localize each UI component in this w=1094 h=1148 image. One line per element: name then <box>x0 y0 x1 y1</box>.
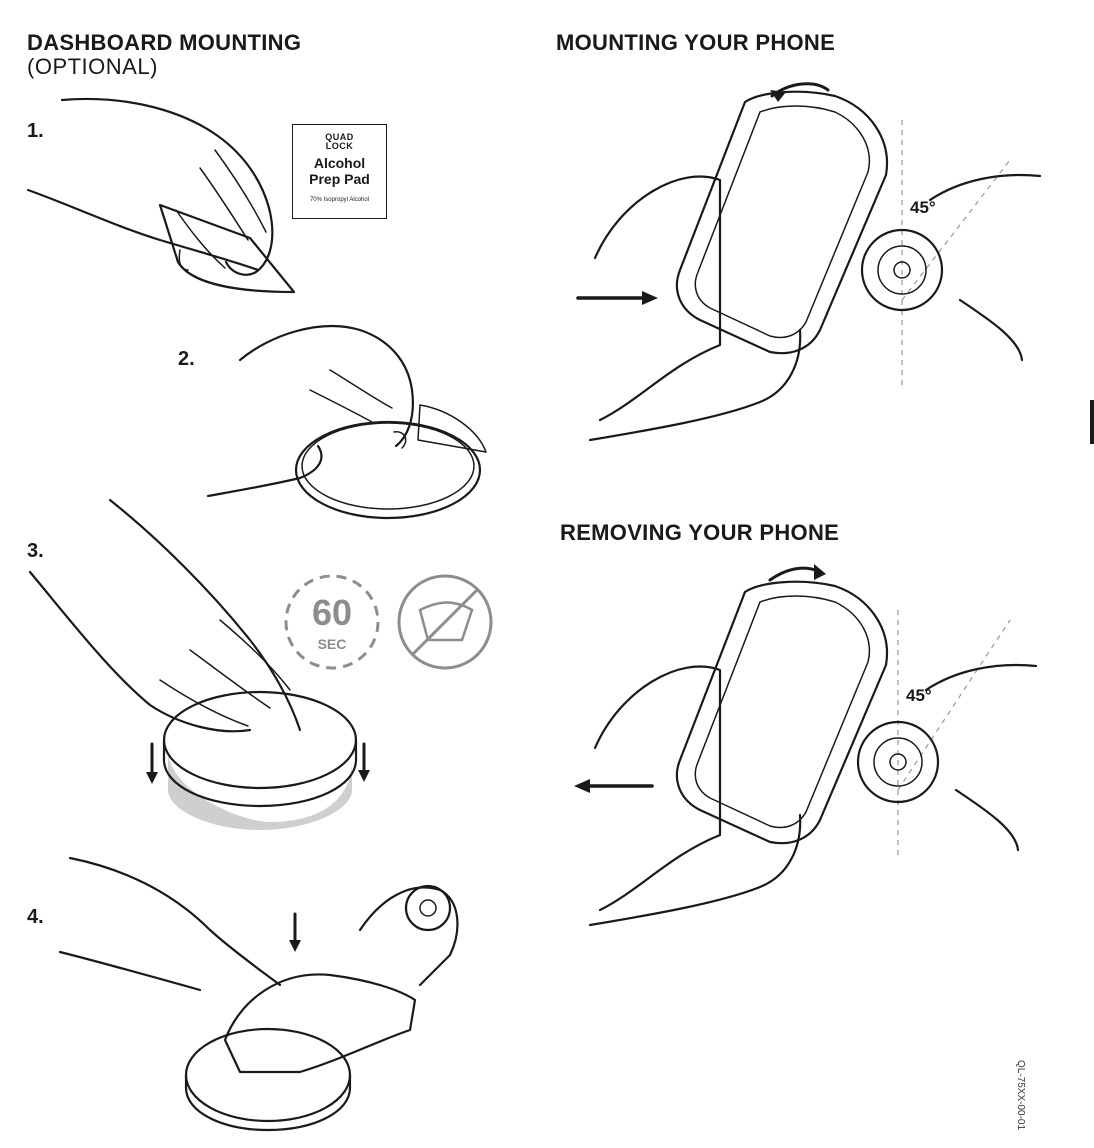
pad-brand-line2: LOCK <box>326 141 354 151</box>
no-windshield-icon <box>399 576 491 668</box>
mount-angle-label: 45° <box>910 198 936 218</box>
arrow-down-icon <box>146 744 158 784</box>
step4-suction-mount-illustration <box>60 858 457 1130</box>
pad-fine-print: 70% Isopropyl Alcohol <box>293 197 386 203</box>
mounting-phone-illustration <box>578 84 1040 440</box>
arrow-down-icon <box>289 914 301 952</box>
timer-value: 60 <box>287 592 377 634</box>
rotate-arrow-icon <box>814 564 826 580</box>
alcohol-prep-pad: QUAD LOCK Alcohol Prep Pad 70% Isopropyl… <box>292 124 387 219</box>
pad-title-line2: Prep Pad <box>309 171 370 187</box>
page-tab-marker <box>1090 400 1094 444</box>
step1-hand-wiping-illustration <box>28 99 294 292</box>
step3-press-disc-illustration <box>30 500 491 830</box>
arrow-left-icon <box>574 779 652 793</box>
step2-peel-liner-illustration <box>208 326 486 518</box>
remove-angle-label: 45° <box>906 686 932 706</box>
arrow-right-icon <box>578 291 658 305</box>
pad-title-line1: Alcohol <box>314 155 365 171</box>
timer-unit: SEC <box>287 636 377 652</box>
quad-lock-logo: QUAD LOCK <box>293 133 386 151</box>
arrow-down-icon <box>358 744 370 782</box>
document-code: QL-75XX-00-01 <box>1015 1060 1026 1130</box>
removing-phone-illustration <box>574 564 1036 925</box>
